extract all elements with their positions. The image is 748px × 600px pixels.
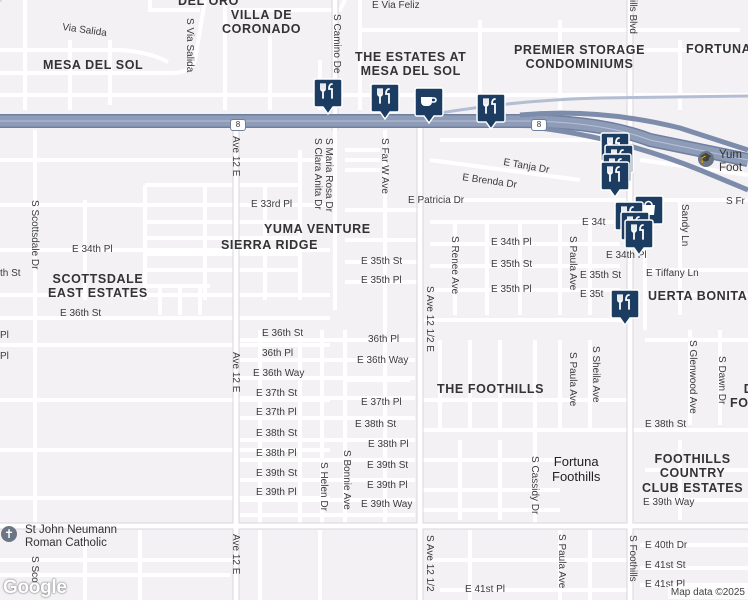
interstate-8 (0, 94, 748, 193)
church-icon[interactable]: ✝ (1, 526, 17, 542)
google-logo: Google (3, 577, 67, 598)
place-label-yuma-foothills[interactable]: Yum Foot (719, 149, 743, 175)
street-label: E 35t (580, 289, 604, 300)
street-label: E 38th Pl (368, 439, 409, 450)
street-label: S Paula Ave (567, 352, 578, 407)
street-label: S Clara Anita Dr (312, 138, 323, 210)
street-label: E 34th Pl (491, 237, 532, 248)
street-label: S Glenwood Ave (687, 340, 698, 414)
cafe-pin[interactable] (414, 86, 444, 125)
street-label: E 34th Pl (606, 250, 647, 261)
school-icon[interactable]: 🎓 (698, 151, 714, 167)
street-label: Sandy Ln (679, 204, 690, 247)
street-label: E 39th Way (361, 499, 413, 510)
street-label: E 37th St (256, 388, 298, 399)
street-label: S Helen Dr (318, 462, 329, 511)
street-label: E 34t (582, 217, 606, 228)
street-label: S Maria Rosa Dr (323, 138, 334, 212)
place-label-st-john-neumann[interactable]: St John Neumann Roman Catholic (25, 524, 118, 550)
street-label: E 35th St (491, 259, 533, 270)
street-label: E Via Feliz (372, 0, 420, 11)
restaurant-pin[interactable] (610, 288, 640, 327)
area-label-estates-at-mesa-del-sol: THE ESTATES AT MESA DEL SOL (355, 50, 467, 79)
street-label: E 33rd Pl (251, 199, 293, 210)
area-label-foot-right: D FOOT (730, 382, 748, 411)
street-label: E 35th Pl (491, 284, 532, 295)
street-label: S Dawn Dr (716, 356, 727, 405)
street-label: E 35th Pl (361, 275, 402, 286)
street-label: S Ave 12 1/2 E (424, 286, 435, 352)
street-label: E 38th St (256, 428, 298, 439)
street-label: E 39th St (367, 460, 409, 471)
restaurant-pin[interactable] (600, 160, 630, 199)
town-label-fortuna-foothills: Fortuna Foothills (552, 454, 601, 484)
street-label: E 39th Pl (367, 480, 408, 491)
street-label: E 35th St (580, 270, 622, 281)
street-label: E 40th Dr (645, 540, 688, 551)
street-label: S Fr (726, 196, 745, 207)
street-label: Pl (0, 351, 9, 362)
street-label: E 41st Pl (645, 579, 686, 590)
street-label: S Cassidy Dr (529, 456, 540, 515)
street-label: E 36th St (60, 308, 102, 319)
area-label-yuma-venture: YUMA VENTURE (264, 222, 371, 236)
street-label: E 35th St (361, 256, 403, 267)
street-label: E 41st Pl (465, 584, 506, 595)
area-label-villa-de-coronado: VILLA DE CORONADO (222, 8, 302, 37)
street-label: E 41st St (645, 560, 686, 571)
street-label: E 39th St (256, 468, 298, 479)
street-label: S Far W Ave (379, 138, 390, 194)
area-label-scottsdale-east: SCOTTSDALE EAST ESTATES (48, 272, 148, 301)
area-label-sierra-ridge: SIERRA RIDGE (221, 238, 319, 252)
street-label: 36th Pl (368, 334, 400, 345)
area-label-premier-storage: PREMIER STORAGE CONDOMINIUMS (514, 43, 646, 72)
street-label: E 37th Pl (256, 407, 297, 418)
street-label: E Tiffany Ln (646, 268, 699, 279)
street-label: Ave 12 E (230, 352, 241, 393)
street-label: S Renee Ave (449, 236, 460, 295)
street-label: S Ave 12 1/2 (424, 535, 435, 592)
street-label: E 38th St (645, 419, 687, 430)
street-label: Ave 12 E (230, 136, 241, 177)
street-label: th St (0, 268, 21, 279)
interstate-shield: 8 (230, 119, 246, 131)
street-label: E 36th St (262, 328, 304, 339)
street-label: S Paula Ave (556, 534, 567, 589)
street-label: E 36th Way (253, 368, 305, 379)
interstate-shield: 8 (531, 119, 547, 131)
restaurant-pin[interactable] (370, 82, 400, 121)
street-label: E 39th Way (643, 497, 695, 508)
street-label: E 34th Pl (72, 244, 113, 255)
area-label-foothills-cc: FOOTHILLS COUNTRY CLUB ESTATES (642, 452, 744, 495)
street-label: ills Blvd (627, 0, 638, 34)
street-label: E Patricia Dr (408, 195, 465, 206)
street-label: S Paula Ave (567, 236, 578, 291)
area-label-del-oro: DEL ORO (178, 0, 239, 8)
street-label: E 37th Pl (361, 397, 402, 408)
street-label: Pl (0, 330, 9, 341)
street-label: Ave 12 E (230, 534, 241, 575)
restaurant-pin[interactable] (624, 218, 654, 257)
street-label: S Sheila Ave (590, 346, 601, 403)
street-label: S Camino De (331, 14, 342, 74)
street-label: E 39th Pl (256, 487, 297, 498)
street-label: E 38th Pl (256, 448, 297, 459)
street-label: E 38th St (355, 419, 397, 430)
area-label-fortuna: FORTUNA (686, 42, 748, 56)
street-label: S Foothills (627, 535, 638, 582)
area-label-the-foothills: THE FOOTHILLS (437, 382, 545, 396)
area-label-puerta-bonita: UERTA BONITA (648, 289, 748, 303)
street-label: S Scottsdale Dr (29, 200, 40, 270)
street-label: S Via Salida (184, 18, 195, 73)
area-label-mesa-del-sol: MESA DEL SOL (43, 58, 144, 72)
street-label: E 36th Way (357, 355, 409, 366)
restaurant-pin[interactable] (313, 77, 343, 116)
street-label: S Bonnie Ave (341, 450, 352, 510)
street-label: 36th Pl (262, 348, 294, 359)
map-attribution: Map data ©2025 (667, 586, 748, 599)
restaurant-pin[interactable] (476, 92, 506, 131)
